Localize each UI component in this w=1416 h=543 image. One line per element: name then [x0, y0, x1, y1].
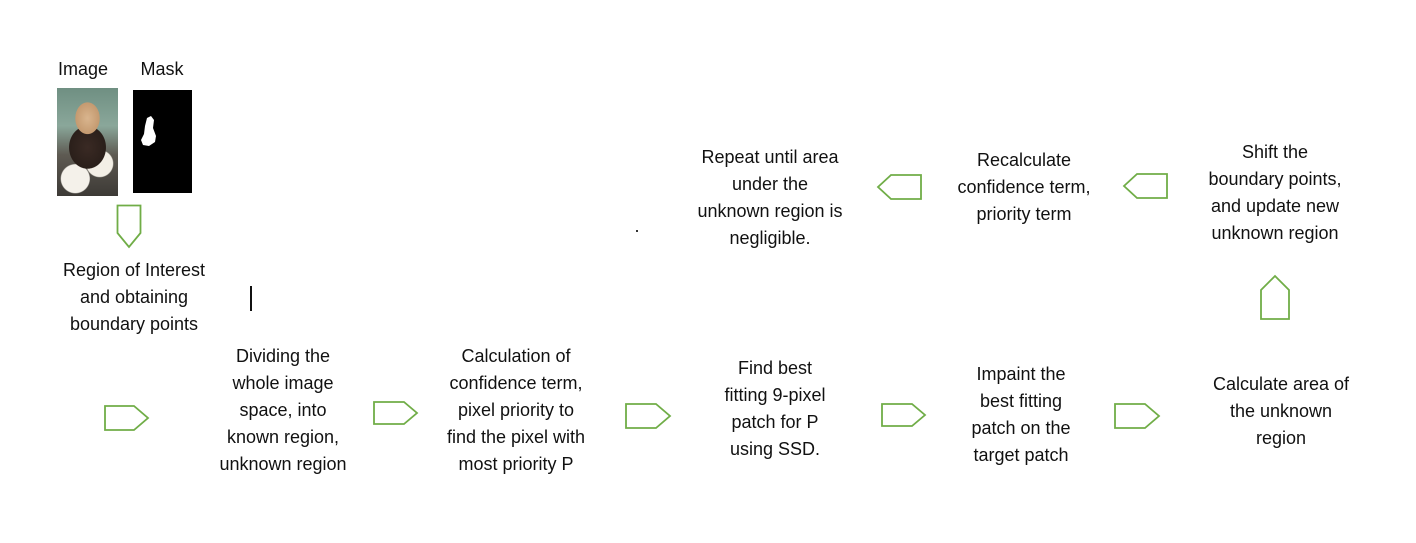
mask-label: Mask — [140, 59, 184, 79]
step-find-best-patch: Find best fitting 9-pixel patch for P us… — [724, 358, 826, 459]
step-inpaint-patch: Impaint the best fitting patch on the ta… — [971, 364, 1071, 465]
arrow-left-icon — [876, 174, 922, 200]
image-label: Image — [57, 59, 109, 79]
arrow-right-icon — [104, 405, 150, 431]
step-shift-boundary: Shift the boundary points, and update ne… — [1208, 142, 1342, 243]
step-calculate-area: Calculate area of the unknown region — [1212, 374, 1350, 448]
arrow-right-icon — [1114, 403, 1161, 429]
mask-region-shape — [141, 116, 156, 146]
step-recalculate-terms: Recalculate confidence term, priority te… — [957, 150, 1091, 224]
arrow-down-icon — [116, 204, 142, 249]
arrow-right-icon — [373, 401, 419, 425]
arrow-left-icon — [1122, 173, 1168, 199]
arrow-right-icon — [625, 403, 672, 429]
step-repeat-until-negligible: Repeat until area under the unknown regi… — [697, 147, 843, 248]
arrow-up-icon — [1260, 274, 1290, 320]
step-region-of-interest: Region of Interest and obtaining boundar… — [62, 260, 206, 334]
text-cursor — [250, 286, 252, 311]
input-photo-thumbnail — [57, 88, 118, 196]
step-divide-image-space: Dividing the whole image space, into kno… — [219, 346, 347, 474]
stray-dot — [636, 230, 638, 232]
arrow-right-icon — [881, 403, 927, 427]
step-confidence-priority: Calculation of confidence term, pixel pr… — [446, 346, 586, 474]
input-mask-thumbnail — [133, 90, 192, 193]
